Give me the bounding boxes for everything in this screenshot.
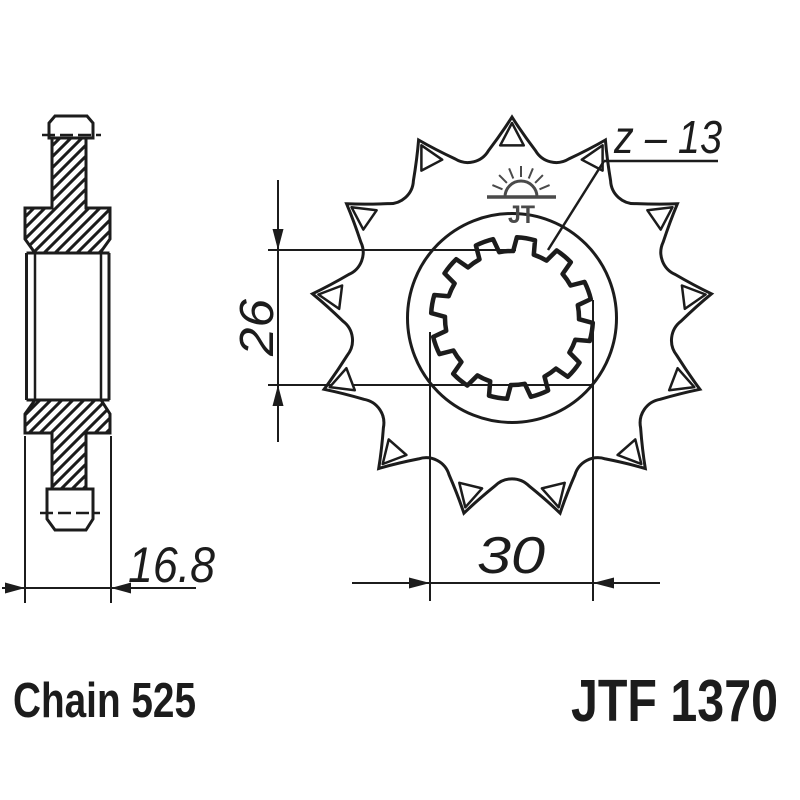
teeth-count-callout: z – 13 (546, 111, 722, 251)
tooth-tip-chamfer-mark (646, 205, 674, 231)
tooth-tip-chamfer-mark (498, 121, 526, 147)
tooth-tip-chamfer-mark (350, 205, 378, 231)
chain-size-label: Chain 525 (13, 674, 196, 728)
bore-major-dimension-label: 30 (477, 527, 545, 585)
arrowhead-up (272, 385, 284, 406)
sun-ray-icon (539, 184, 550, 191)
sun-ray-icon (508, 168, 515, 179)
dimension-bore-major: 30 (352, 300, 660, 601)
tooth-tip-chamfer-mark (458, 481, 484, 509)
arrowhead-left (409, 577, 430, 589)
arrowhead-right (111, 582, 131, 594)
sun-ray-icon (498, 174, 508, 184)
tooth-tip-chamfer-mark (317, 284, 344, 311)
tooth-tip-chamfer-mark (616, 438, 643, 466)
tooth-tip-chamfer-mark (328, 366, 357, 392)
dimension-bore-minor: 26 (231, 180, 593, 442)
hub-boss-circle (406, 212, 618, 424)
sun-rays-icon (490, 166, 552, 198)
tooth-tip-chamfer-mark (667, 366, 696, 392)
sun-ray-icon (492, 184, 503, 191)
front-view (309, 114, 715, 516)
side-section-view (23, 114, 112, 532)
logo-text: JT (508, 201, 535, 229)
arrowhead-left (5, 582, 25, 594)
spline-bore-profile (428, 234, 596, 402)
part-number-label: JTF 1370 (571, 668, 778, 734)
sprocket-teeth-outline (309, 114, 715, 516)
arrowhead-down (272, 229, 284, 250)
tooth-tip-chamfer-mark (420, 144, 444, 172)
tooth-tip-chamfer-mark (540, 481, 566, 509)
sun-semicircle-icon (503, 179, 539, 198)
arrowhead-right (593, 577, 614, 589)
tooth-tip-chamfers (317, 121, 707, 509)
tooth-section-top (47, 114, 95, 140)
web-and-hub-section-top (23, 136, 112, 255)
tooth-tip-chamfer-mark (580, 144, 604, 172)
bore-minor-dimension-label: 26 (231, 299, 284, 357)
sun-ray-icon (534, 174, 544, 184)
web-and-hub-section-bottom (23, 398, 112, 491)
tooth-section-bottom (45, 487, 95, 532)
width-dimension-label: 16.8 (128, 537, 215, 593)
tooth-tip-chamfer-mark (680, 284, 707, 311)
callout-leader-line (546, 160, 606, 251)
dimension-width: 16.8 (2, 436, 215, 603)
sun-ray-icon (527, 168, 534, 179)
teeth-count-label: z – 13 (613, 111, 722, 163)
jt-sunrise-logo: JT (487, 166, 556, 229)
tooth-tip-chamfer-mark (381, 438, 408, 466)
